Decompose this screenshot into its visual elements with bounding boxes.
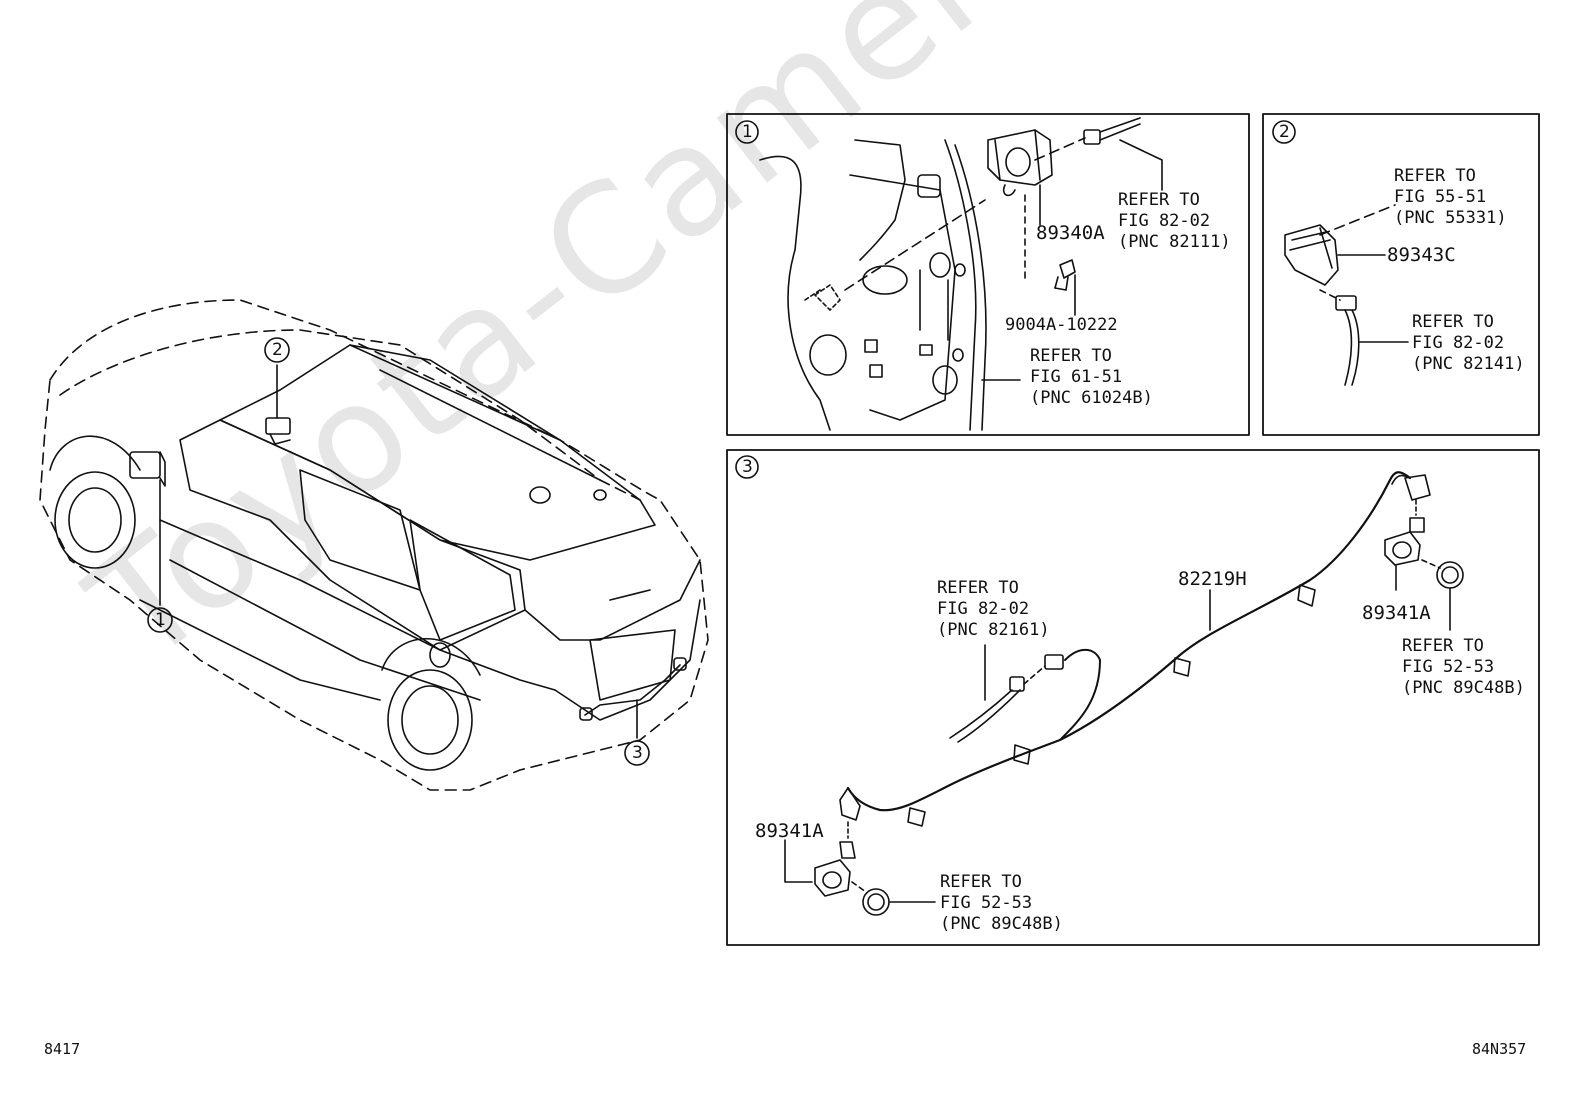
ref-82141-line1: REFER TO [1412,312,1494,332]
panel-2-tag-circle [1272,120,1296,144]
callout-1-label: 1 [155,610,166,630]
ref-89C48B-right-line2: FIG 52-53 [1402,657,1495,677]
camera-connector-icon [1335,295,1357,311]
sensor-89341A-right-icon [1384,531,1421,566]
panel-2-frame [1262,113,1540,436]
panel-1-frame [726,113,1250,436]
figure-code-right: 84N357 [1472,1040,1527,1058]
ref-61024B-line2: FIG 61-51 [1030,367,1123,387]
rear-sensor-left-icon [579,707,593,721]
callout-3-circle [624,740,650,766]
sensor-89341A-left-icon [814,859,851,897]
ref-82141-line2: FIG 82-02 [1412,333,1505,353]
panel-3-frame [726,449,1540,946]
panel-1-tag: 1 [742,122,753,142]
bolt-icon [1059,259,1076,279]
connector-icon [1083,129,1101,145]
ref-55331-line1: REFER TO [1394,166,1476,186]
camera-module-89343C-icon [1284,224,1339,286]
callout-1-circle [147,607,173,633]
ref-89C48B-left-line1: REFER TO [940,872,1022,892]
panel-2-drawing [1284,204,1409,386]
panel-3-drawing [784,471,1464,916]
part-82219H-label: 82219H [1178,568,1247,590]
ref-89C48B-right-line1: REFER TO [1402,636,1484,656]
part-89341A-left-label: 89341A [755,820,824,842]
part-89340A-label: 89340A [1036,222,1105,244]
sensor-bezel-right-icon [1436,561,1464,589]
ref-82111-line1: REFER TO [1118,190,1200,210]
figure-code-left: 8417 [44,1040,81,1058]
part-9004A-10222-label: 9004A-10222 [1005,315,1118,335]
ref-89C48B-left-line3: (PNC 89C48B) [940,914,1063,934]
radar-module-89340A-icon [987,129,1053,186]
ref-82111-line3: (PNC 82111) [1118,232,1231,252]
ref-61024B-line1: REFER TO [1030,346,1112,366]
ref-89C48B-right-line3: (PNC 89C48B) [1402,678,1525,698]
callout-2-label: 2 [272,340,283,360]
radar-module-icon [129,451,161,479]
ref-82161-line2: FIG 82-02 [937,599,1030,619]
ref-89C48B-left-line2: FIG 52-53 [940,893,1033,913]
harness-connector-icon [1044,654,1064,670]
camera-module-icon [265,417,291,435]
callout-2-circle [264,337,290,363]
panel-1-drawing [759,117,1163,431]
ref-82141-line3: (PNC 82141) [1412,354,1525,374]
panel-1-tag-circle [735,120,759,144]
callout-3-label: 3 [632,743,643,763]
ref-55331-line3: (PNC 55331) [1394,208,1507,228]
sensor-bezel-left-icon [862,888,890,916]
vehicle-illustration [39,299,709,791]
ref-61024B-line3: (PNC 61024B) [1030,388,1153,408]
part-89343C-label: 89343C [1387,244,1456,266]
panel-3-tag-circle [735,455,759,479]
panel-2-tag: 2 [1279,122,1290,142]
harness-82219H [846,471,1412,812]
rear-sensor-right-icon [673,657,687,671]
ref-82161-line3: (PNC 82161) [937,620,1050,640]
ref-82111-line2: FIG 82-02 [1118,211,1211,231]
part-89341A-right-label: 89341A [1362,602,1431,624]
ref-55331-line2: FIG 55-51 [1394,187,1487,207]
ref-82161-line1: REFER TO [937,578,1019,598]
panel-3-tag: 3 [742,457,753,477]
